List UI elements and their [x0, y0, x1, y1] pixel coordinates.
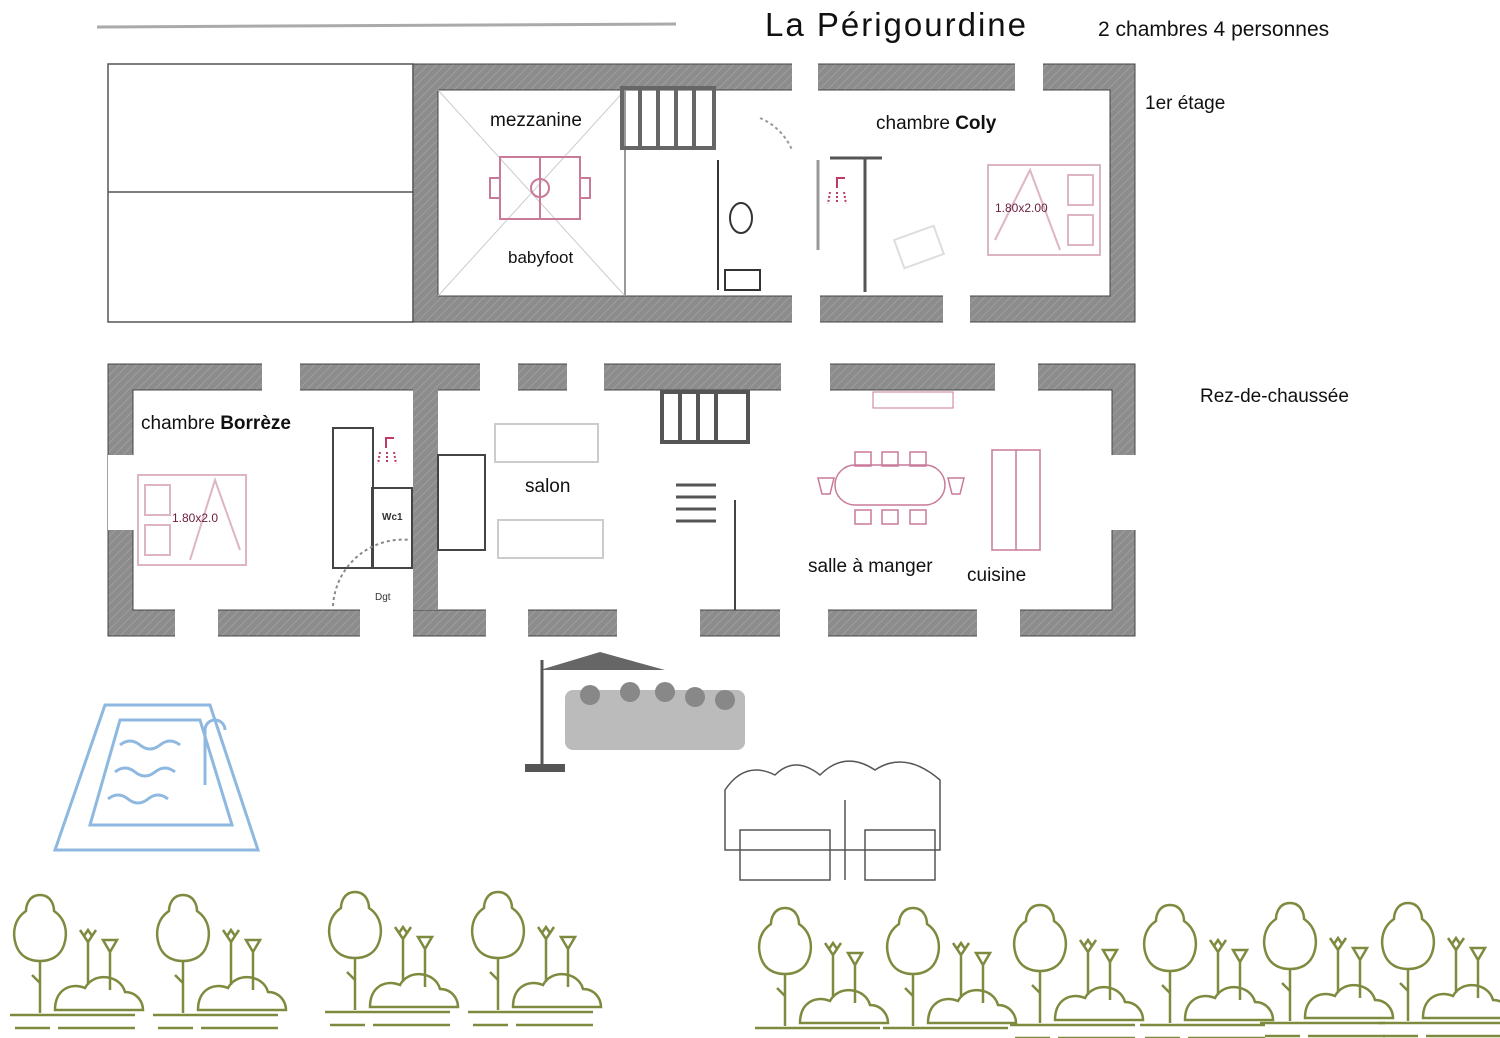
tree-bush-icon — [1140, 903, 1275, 1038]
tree-bush-icon — [325, 890, 460, 1027]
ground-walls — [107, 363, 1136, 637]
bathroom — [717, 117, 882, 292]
page-subtitle: 2 chambres 4 personnes — [1098, 18, 1330, 41]
room-prefix: chambre — [141, 413, 221, 434]
sofa-icon — [494, 423, 604, 559]
room-label-mezzanine: mezzanine — [490, 110, 582, 131]
garden-trees — [10, 890, 1500, 1038]
room-label-coly: chambre Coly — [876, 113, 996, 135]
dining-table-icon — [817, 451, 965, 525]
shower-icon — [377, 437, 397, 465]
toilet-icon — [729, 202, 753, 234]
garden-lounge-icon — [724, 760, 941, 881]
room-label-salon: salon — [525, 476, 571, 497]
bed-icon — [987, 164, 1101, 256]
room-name: Coly — [955, 113, 997, 134]
stairs-icon — [660, 390, 750, 444]
tree-bush-icon — [10, 893, 145, 1030]
label-wc: Wc1 — [382, 512, 403, 523]
terrace-umbrella-icon — [525, 652, 745, 772]
room-label-dining: salle à manger — [808, 556, 933, 577]
kitchen-counter-icon — [991, 449, 1041, 551]
tree-bush-icon — [468, 890, 603, 1027]
room-prefix: chambre — [876, 113, 956, 134]
bed-icon — [137, 474, 247, 566]
tree-bush-icon — [883, 906, 1018, 1030]
page-title: La Périgourdine — [765, 6, 1028, 43]
tree-bush-icon — [755, 906, 890, 1030]
bed-size-coly: 1.80x2.00 — [995, 201, 1048, 215]
room-name: Borrèze — [220, 413, 291, 434]
room-label-borreze: chambre Borrèze — [141, 413, 291, 435]
tree-bush-icon — [1010, 903, 1145, 1038]
armchair-icon — [892, 224, 946, 270]
header-rule — [96, 22, 677, 29]
label-dgt: Dgt — [375, 592, 391, 603]
tree-bush-icon — [1378, 901, 1500, 1038]
shower-icon — [827, 177, 847, 205]
stairs-icon — [620, 86, 716, 150]
room-label-kitchen: cuisine — [967, 565, 1027, 586]
upper-floor — [107, 62, 1136, 324]
tree-bush-icon — [153, 893, 288, 1030]
label-babyfoot: babyfoot — [508, 248, 574, 267]
level-label-ground: Rez-de-chaussée — [1200, 386, 1349, 407]
bed-size-borreze: 1.80x2.0 — [172, 511, 219, 525]
upper-walls — [412, 63, 1136, 323]
pool-icon — [52, 703, 261, 852]
level-label-upper: 1er étage — [1145, 93, 1226, 114]
tree-bush-icon — [1260, 901, 1395, 1038]
stairs-lower-icon — [676, 483, 716, 523]
babyfoot-icon — [489, 156, 591, 220]
ground-floor — [107, 362, 1138, 638]
